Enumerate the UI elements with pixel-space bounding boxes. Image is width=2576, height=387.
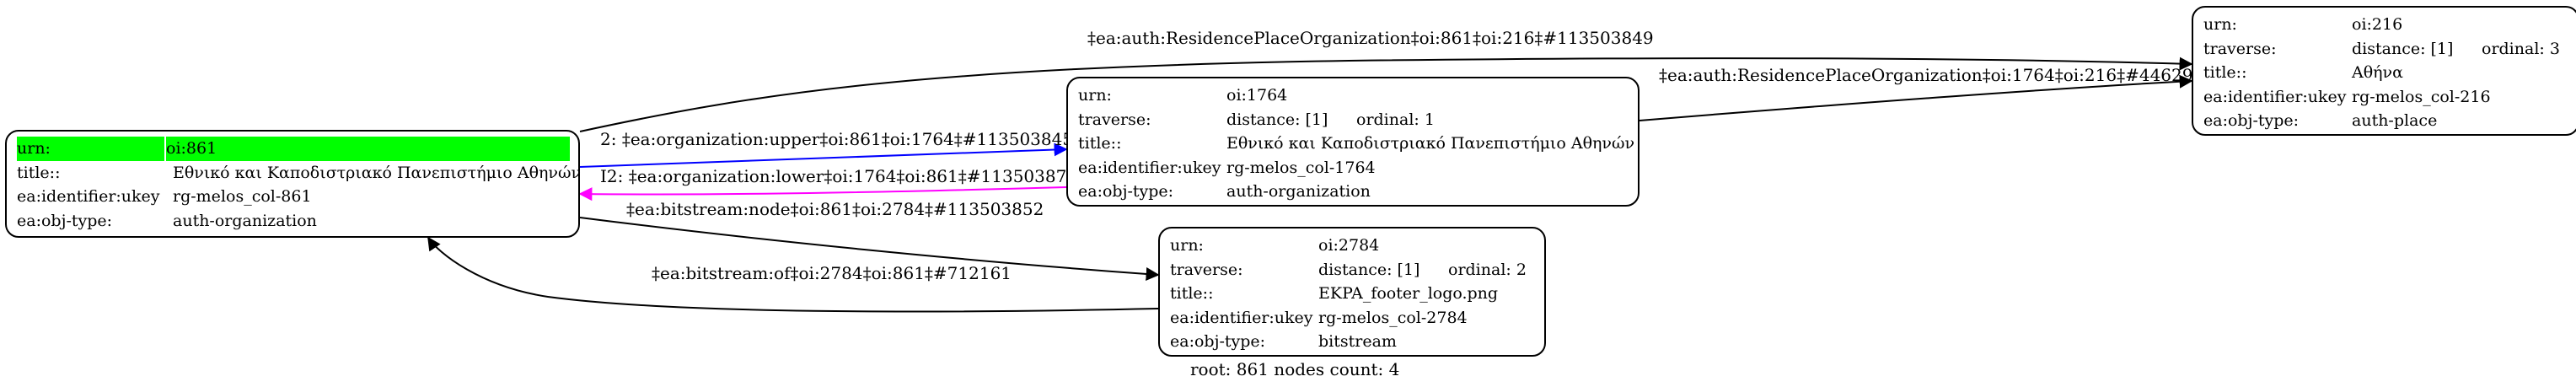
row-value: auth-organization: [1226, 182, 1371, 201]
node-row-obj-type: ea:obj-type: bitstream: [1170, 330, 1534, 354]
node-row-ukey: ea:identifier:ukey rg-melos_col-2784: [1170, 306, 1534, 331]
row-value: distance: [1]: [1226, 110, 1328, 129]
row-value: oi:2784: [1318, 236, 1380, 255]
edge-label-2784-root: ‡ea:bitstream:of‡oi:2784‡oi:861‡#712161: [652, 263, 1012, 283]
row-key: urn:: [1078, 86, 1112, 105]
row-key: traverse:: [1078, 110, 1151, 129]
row-ordinal: ordinal: 1: [1356, 110, 1435, 129]
node-oi-216[interactable]: urn: oi:216 traverse: distance: [1] ordi…: [2192, 6, 2576, 136]
row-value: Αθήνα: [2352, 63, 2403, 82]
edge-label-root-2784: ‡ea:bitstream:node‡oi:861‡oi:2784‡#11350…: [626, 199, 1044, 219]
row-key: title::: [1170, 284, 1214, 303]
edge-root-to-216: [579, 56, 2193, 132]
row-key: urn:: [2203, 15, 2237, 34]
row-ordinal: ordinal: 3: [2482, 39, 2560, 58]
row-key: ea:identifier:ukey: [1078, 158, 1221, 177]
row-value: rg-melos_col-861: [173, 187, 312, 206]
row-value: Εθνικό και Καποδιστριακό Πανεπιστήμιο Αθ…: [1226, 134, 1634, 153]
edge-root-to-2784: [579, 217, 1160, 281]
row-value: distance: [1]: [2352, 39, 2454, 58]
edge-root-to-1764: [579, 142, 1068, 168]
row-key: ea:obj-type:: [1170, 332, 1266, 351]
row-value: auth-organization: [173, 211, 317, 230]
row-value: oi:1764: [1226, 86, 1288, 105]
edge-label-1764-216: ‡ea:auth:ResidencePlaceOrganization‡oi:1…: [1659, 65, 2203, 85]
row-ordinal: ordinal: 2: [1448, 260, 1527, 279]
row-key: ea:identifier:ukey: [2203, 87, 2347, 106]
node-row-obj-type: ea:obj-type: auth-organization: [1078, 180, 1628, 204]
node-row-title: title:: EKPA_footer_logo.png: [1170, 282, 1534, 306]
node-row-title: title:: Εθνικό και Καποδιστριακό Πανεπισ…: [1078, 132, 1634, 156]
row-key: ea:identifier:ukey: [17, 187, 160, 206]
row-key: title::: [2203, 63, 2247, 82]
row-key: ea:identifier:ukey: [1170, 308, 1313, 327]
row-value: bitstream: [1318, 332, 1397, 351]
row-key: ea:obj-type:: [2203, 111, 2300, 130]
row-value: oi:861: [166, 137, 570, 161]
node-row-obj-type: ea:obj-type: auth-place: [2203, 109, 2568, 133]
edge-label-1764-root: I2: ‡ea:organization:lower‡oi:1764‡oi:86…: [600, 166, 1077, 186]
node-oi-861[interactable]: urn: oi:861 title:: Εθνικό και Καποδιστρ…: [5, 130, 581, 238]
row-key: ea:obj-type:: [1078, 182, 1174, 201]
edge-label-root-1764: 2: ‡ea:organization:upper‡oi:861‡oi:1764…: [600, 129, 1073, 149]
row-key: traverse:: [1170, 260, 1243, 279]
row-key: title::: [17, 163, 61, 182]
row-key: title::: [1078, 134, 1122, 153]
row-value: auth-place: [2352, 111, 2438, 130]
node-row-ukey: ea:identifier:ukey rg-melos_col-216: [2203, 85, 2568, 110]
row-value: Εθνικό και Καποδιστριακό Πανεπιστήμιο Αθ…: [173, 163, 581, 182]
row-value: rg-melos_col-1764: [1226, 158, 1376, 177]
row-key: urn:: [17, 137, 164, 161]
edge-label-root-216: ‡ea:auth:ResidencePlaceOrganization‡oi:8…: [1087, 28, 1654, 48]
node-row-urn: urn: oi:2784: [1170, 234, 1534, 258]
node-row-traverse: traverse: distance: [1] ordinal: 1: [1078, 108, 1628, 132]
row-value: EKPA_footer_logo.png: [1318, 284, 1499, 303]
node-row-ukey: ea:identifier:ukey rg-melos_col-1764: [1078, 156, 1628, 180]
row-key: urn:: [1170, 236, 1204, 255]
row-value: distance: [1]: [1318, 260, 1420, 279]
node-oi-1764[interactable]: urn: oi:1764 traverse: distance: [1] ord…: [1066, 77, 1640, 207]
node-oi-2784[interactable]: urn: oi:2784 traverse: distance: [1] ord…: [1158, 227, 1546, 357]
graph-footer: root: 861 nodes count: 4: [1190, 359, 1400, 379]
node-row-title: title:: Αθήνα: [2203, 61, 2568, 85]
row-key: traverse:: [2203, 39, 2277, 58]
row-value: rg-melos_col-2784: [1318, 308, 1468, 327]
node-row-title: title:: Εθνικό και Καποδιστριακό Πανεπισ…: [17, 161, 581, 185]
node-row-ukey: ea:identifier:ukey rg-melos_col-861: [17, 185, 568, 209]
node-row-obj-type: ea:obj-type: auth-organization: [17, 209, 568, 234]
edge-1764-to-216: [1639, 74, 2193, 121]
node-row-traverse: traverse: distance: [1] ordinal: 3: [2203, 37, 2568, 62]
node-row-urn: urn: oi:861: [17, 137, 570, 161]
node-row-traverse: traverse: distance: [1] ordinal: 2: [1170, 258, 1534, 282]
row-value: oi:216: [2352, 15, 2403, 34]
row-value: rg-melos_col-216: [2352, 87, 2491, 106]
node-row-urn: urn: oi:216: [2203, 13, 2568, 37]
edge-1764-to-root: [578, 186, 1067, 202]
node-row-urn: urn: oi:1764: [1078, 83, 1628, 108]
edge-2784-to-root: [427, 236, 1159, 313]
row-key: ea:obj-type:: [17, 211, 113, 230]
